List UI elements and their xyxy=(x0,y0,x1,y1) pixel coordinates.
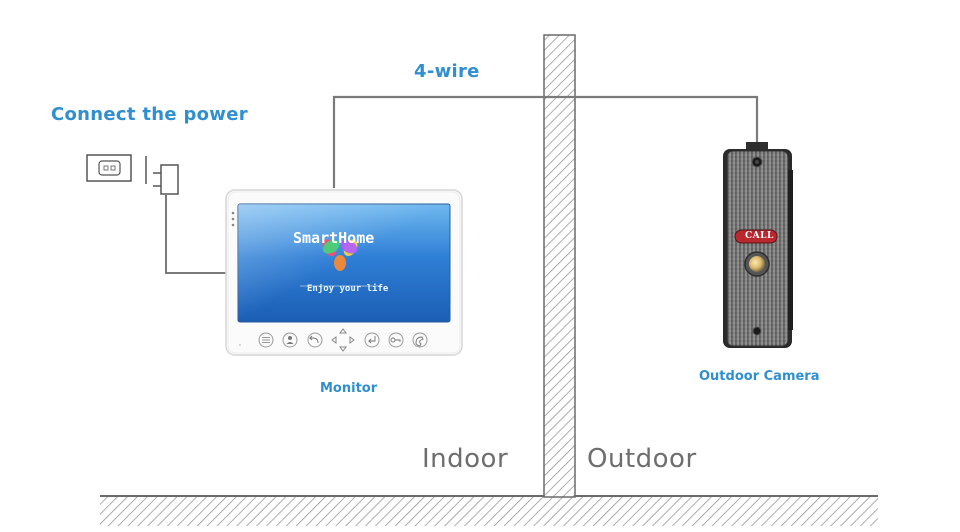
smarthome-flower-logo xyxy=(322,239,358,271)
call-badge-text: CALL xyxy=(745,231,774,241)
ground xyxy=(100,495,878,526)
direction-pad-icon[interactable] xyxy=(331,328,355,352)
monitor-button-row xyxy=(258,328,428,352)
ground-hatching xyxy=(100,496,878,526)
four-wire-cable xyxy=(332,95,759,188)
outdoor-camera-label: Outdoor Camera xyxy=(699,369,820,384)
call-button-light-icon xyxy=(749,256,765,272)
outdoor-label: Outdoor xyxy=(587,444,697,474)
power-cable xyxy=(165,194,228,274)
phone-icon[interactable] xyxy=(412,332,428,348)
power-adapter-icon xyxy=(160,164,179,195)
outdoor-camera-device xyxy=(723,142,793,348)
camera-panel xyxy=(726,150,789,347)
four-wire-label: 4-wire xyxy=(414,61,480,82)
connect-power-label: Connect the power xyxy=(51,104,248,125)
power-connection xyxy=(86,154,228,274)
monitor-device xyxy=(225,189,463,356)
indoor-label: Indoor xyxy=(422,444,509,474)
enter-icon[interactable] xyxy=(364,332,380,348)
screen-tagline-text: Enjoy your life xyxy=(307,284,389,294)
back-icon[interactable] xyxy=(307,332,323,348)
monitor-label: Monitor xyxy=(320,381,378,396)
wall xyxy=(543,34,576,498)
call-badge xyxy=(734,229,778,244)
screw-icon xyxy=(752,326,762,336)
socket-outlet-icon xyxy=(98,160,121,176)
power-socket xyxy=(86,154,132,182)
wall-body xyxy=(543,34,576,498)
screen-brand-text: SmartHome xyxy=(293,229,375,247)
